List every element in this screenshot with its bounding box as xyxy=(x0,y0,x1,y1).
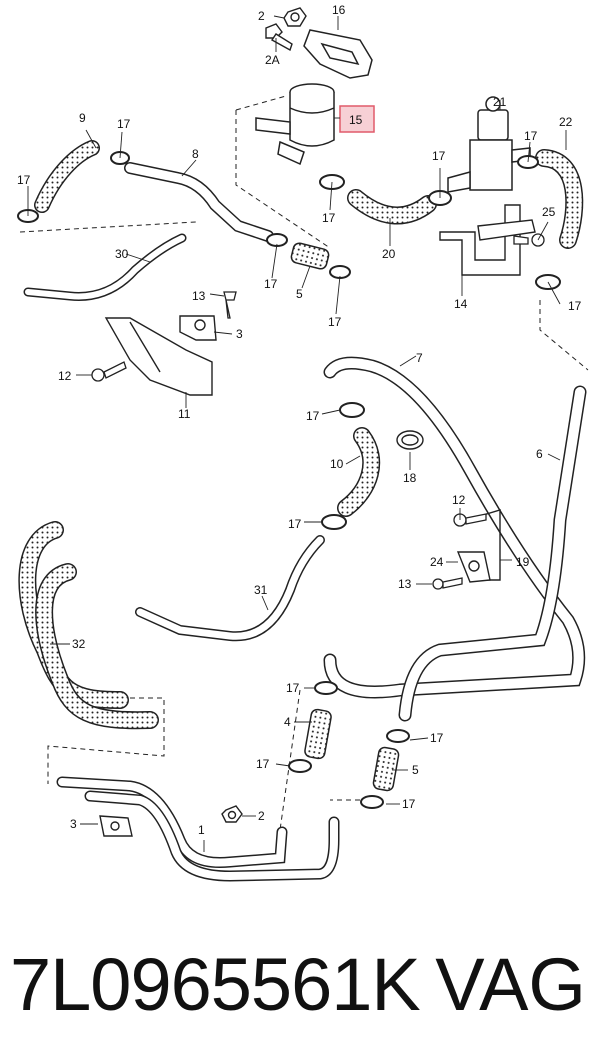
callout-17-h: 17 xyxy=(328,315,342,329)
callout-12-left: 12 xyxy=(58,369,72,383)
callout-1: 1 xyxy=(198,823,205,837)
dashed-guides-bottom xyxy=(47,300,589,831)
bracket-19 xyxy=(479,509,501,581)
pipe-30-inner xyxy=(25,235,185,300)
hose-5-top xyxy=(290,242,330,270)
callout-17-f: 17 xyxy=(568,299,582,313)
callout-2a: 2A xyxy=(265,53,280,67)
pipe-7-inner xyxy=(325,358,584,697)
callout-30: 30 xyxy=(115,247,129,261)
pipe-1-b-inner xyxy=(86,792,338,881)
callout-17-j: 17 xyxy=(306,409,320,423)
callout-17-l: 17 xyxy=(286,681,300,695)
hose-22-fill xyxy=(536,150,582,248)
highlight-box-15 xyxy=(339,105,375,133)
callout-7: 7 xyxy=(416,351,423,365)
nut-2-top xyxy=(283,7,307,27)
callout-17-b: 17 xyxy=(17,173,31,187)
clamp-18 xyxy=(396,430,424,450)
callout-32: 32 xyxy=(72,637,86,651)
callout-14: 14 xyxy=(454,297,468,311)
pipe-30 xyxy=(23,233,187,301)
leader-lines xyxy=(27,15,567,852)
callout-17-o: 17 xyxy=(402,797,416,811)
hose-9-fill xyxy=(35,141,99,212)
callout-17-n: 17 xyxy=(256,757,270,771)
nut-2-bottom xyxy=(221,805,243,823)
callout-31: 31 xyxy=(254,583,268,597)
callout-17-g: 17 xyxy=(264,277,278,291)
valve-21 xyxy=(447,96,531,193)
callout-11: 11 xyxy=(178,407,191,421)
callout-18: 18 xyxy=(403,471,417,485)
brand-label: VAG xyxy=(435,943,586,1026)
clip-3-top xyxy=(179,315,217,341)
callout-8: 8 xyxy=(192,147,199,161)
pipe-31-inner xyxy=(136,536,324,640)
pump-15 xyxy=(255,83,335,166)
callout-25: 25 xyxy=(542,205,556,219)
hose-32-b-fill xyxy=(36,564,158,728)
callout-13-right: 13 xyxy=(398,577,412,591)
bracket-16 xyxy=(303,29,373,79)
callout-2-top: 2 xyxy=(258,9,265,23)
dashed-guide-9 xyxy=(19,221,197,233)
hose-5-bottom xyxy=(372,746,400,792)
bolt-13-right xyxy=(432,577,463,590)
pipe-1-inner xyxy=(58,778,286,867)
callout-12-right: 12 xyxy=(452,493,466,507)
callout-5-top: 5 xyxy=(296,287,303,301)
part-number: 7L0965561K xyxy=(10,943,421,1026)
callout-15: 15 xyxy=(349,113,363,127)
callout-6: 6 xyxy=(536,447,543,461)
bolt-13-top xyxy=(223,291,237,319)
pipe-6-inner xyxy=(400,387,585,720)
callout-24: 24 xyxy=(430,555,444,569)
callout-17-d: 17 xyxy=(524,129,538,143)
bracket-11 xyxy=(104,317,213,396)
callout-labels: 2 2A 16 15 21 9 17 8 17 17 22 17 17 20 2… xyxy=(17,3,582,837)
bolt-25 xyxy=(513,233,545,247)
clip-3-bottom xyxy=(99,815,133,837)
callout-17-c: 17 xyxy=(432,149,446,163)
callout-17-k: 17 xyxy=(288,517,302,531)
hose-4 xyxy=(304,708,332,760)
footer: 7L0965561K VAG xyxy=(0,930,600,1040)
hose-20-fill xyxy=(348,190,436,223)
bolt-12-right xyxy=(453,513,487,527)
callout-9: 9 xyxy=(79,111,86,125)
callout-13-top: 13 xyxy=(192,289,206,303)
callout-16: 16 xyxy=(332,3,346,17)
callout-3-top: 3 xyxy=(236,327,243,341)
callout-17-e: 17 xyxy=(322,211,336,225)
hose-10-fill xyxy=(338,428,379,516)
callout-5-bottom: 5 xyxy=(412,763,419,777)
parts-diagram: 2 2A 16 15 21 9 17 8 17 17 22 17 17 20 2… xyxy=(17,3,589,882)
bolt-12-left xyxy=(91,361,127,382)
pump-group-frame xyxy=(235,95,331,249)
callout-4: 4 xyxy=(284,715,291,729)
callout-2-bottom: 2 xyxy=(258,809,265,823)
bolt-2a xyxy=(265,23,293,52)
callout-22: 22 xyxy=(559,115,573,129)
callout-3-bottom: 3 xyxy=(70,817,77,831)
callout-20: 20 xyxy=(382,247,396,261)
callout-10: 10 xyxy=(330,457,344,471)
callout-19: 19 xyxy=(516,555,530,569)
callout-17-a: 17 xyxy=(117,117,131,131)
callout-21: 21 xyxy=(493,95,507,109)
clip-24 xyxy=(456,551,491,583)
callout-17-m: 17 xyxy=(430,731,444,745)
pipe-8-inner xyxy=(125,163,273,241)
